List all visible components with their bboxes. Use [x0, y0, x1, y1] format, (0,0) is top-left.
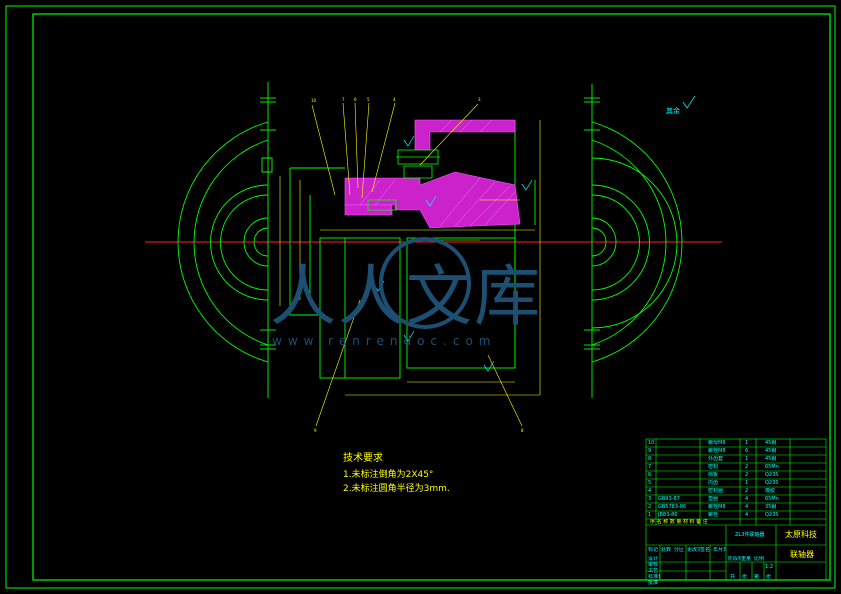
stage-label: 阶段标记 [728, 556, 741, 562]
role-label: 批准 [648, 580, 659, 586]
sheet-label: 张 [766, 574, 772, 580]
part-row-material: 橡胶 [765, 488, 776, 494]
section-view-outline [289, 120, 536, 379]
section-hatch [344, 119, 521, 229]
part-row-qty: 1 [745, 480, 749, 486]
role-label: 审核 [648, 562, 659, 568]
part-row-code: JB83-86 [658, 512, 678, 518]
callout-label: 9 [314, 428, 317, 433]
scale-value: 1:2 [765, 564, 774, 570]
tech-note-line: 1.未标注倒角为2X45° [343, 470, 434, 480]
part-row-name: 螺栓M8 [708, 504, 726, 510]
role-label: 标准化 [648, 574, 660, 580]
part-row-material: 65Mn [765, 464, 779, 470]
part-row-material: 35钢 [765, 504, 777, 510]
callout-label: 10 [311, 98, 317, 103]
part-row-qty: 2 [745, 464, 749, 470]
leader-lines [311, 102, 523, 427]
part-row-name: 螺栓 [708, 512, 719, 518]
part-row-qty: 2 [745, 488, 749, 494]
callout-label: 4 [393, 97, 396, 102]
outer-frame [5, 5, 836, 589]
roughness-symbols [373, 95, 696, 372]
part-row-material: Q235 [765, 512, 779, 518]
part-row-number: 6 [648, 472, 652, 478]
part-row-number: 2 [648, 504, 652, 510]
part-row-code: GB93-87 [658, 496, 680, 502]
signature-label: 年月日 [713, 547, 726, 553]
left-end-view [177, 82, 276, 398]
signature-label: 标记 [648, 547, 659, 553]
part-row-qty: 2 [745, 472, 749, 478]
part-row-number: 4 [648, 488, 652, 494]
inner-frame [32, 13, 831, 581]
tech-notes-title: 技术要求 [343, 453, 383, 464]
part-row-material: 45钢 [765, 456, 777, 462]
callout-label: 3 [478, 97, 481, 102]
school-name: 太原科技 [785, 530, 817, 539]
signature-label: 处数 [661, 547, 672, 553]
bolt-assembly [367, 149, 440, 211]
part-row-name: 密封 [708, 464, 719, 470]
callout-label: 7 [342, 97, 345, 102]
part-row-number: 7 [648, 464, 652, 470]
callout-label: 8 [521, 428, 524, 433]
material-code: ZL3件联轴器 [735, 532, 765, 538]
signature-label: 签名 [700, 547, 711, 553]
part-row-qty: 6 [745, 448, 749, 454]
callout-label: 6 [354, 97, 357, 102]
signature-label: 更改文件号 [687, 547, 700, 553]
title-block-grid [645, 438, 827, 581]
part-row-material: Q235 [765, 480, 779, 486]
callout-label: 5 [367, 97, 370, 102]
watermark-logo: 人人文库 [270, 235, 555, 335]
watermark-ring [379, 237, 471, 329]
stage-label: 比例 [754, 556, 765, 562]
part-row-qty: 1 [745, 456, 749, 462]
part-row-qty: 4 [745, 512, 749, 518]
watermark-url: www.renrendoc.com [272, 334, 497, 348]
part-row-name: 螺母M8 [708, 440, 726, 446]
part-row-number: 10 [648, 440, 655, 446]
part-row-material: 65Mn [765, 496, 779, 502]
part-row-qty: 4 [745, 496, 749, 502]
part-row-material: 45钢 [765, 440, 777, 446]
sheet-label: 第 [754, 574, 760, 580]
part-row-number: 3 [648, 496, 652, 502]
role-label: 设计 [648, 556, 659, 562]
part-row-qty: 4 [745, 504, 749, 510]
part-row-number: 8 [648, 456, 652, 462]
part-row-material: Q235 [765, 472, 779, 478]
tech-note-line: 2.未标注圆角半径为3mm. [343, 484, 450, 494]
right-end-view [584, 84, 683, 398]
part-row-number: 1 [648, 512, 652, 518]
title-block-header: 序 名 称 数 量 材 料 备 注 [650, 519, 708, 525]
part-row-qty: 1 [745, 440, 749, 446]
part-row-name: 外齿套 [708, 456, 724, 462]
part-row-number: 9 [648, 448, 652, 454]
part-row-code: GB5783-86 [658, 504, 687, 510]
part-row-material: 45钢 [765, 448, 777, 454]
role-label: 工艺 [648, 568, 659, 574]
signature-label: 分区 [674, 547, 685, 553]
part-row-name: 螺栓M8 [708, 448, 726, 454]
part-row-name: 内齿 [708, 480, 719, 486]
part-row-name: 挡板 [708, 472, 719, 478]
roughness-note: 其余 [666, 107, 680, 115]
part-row-number: 5 [648, 480, 652, 486]
part-row-name: 垫圈 [708, 496, 719, 502]
part-name: 联轴器 [790, 550, 814, 559]
sheet-label: 共 [730, 574, 736, 580]
leader-labels: 10 7 6 5 4 3 9 8 [311, 97, 524, 433]
part-row-name: 密封圈 [708, 488, 724, 494]
sheet-label: 张 [742, 574, 748, 580]
stage-label: 重量 [741, 556, 752, 562]
hatch-lines [359, 119, 516, 227]
